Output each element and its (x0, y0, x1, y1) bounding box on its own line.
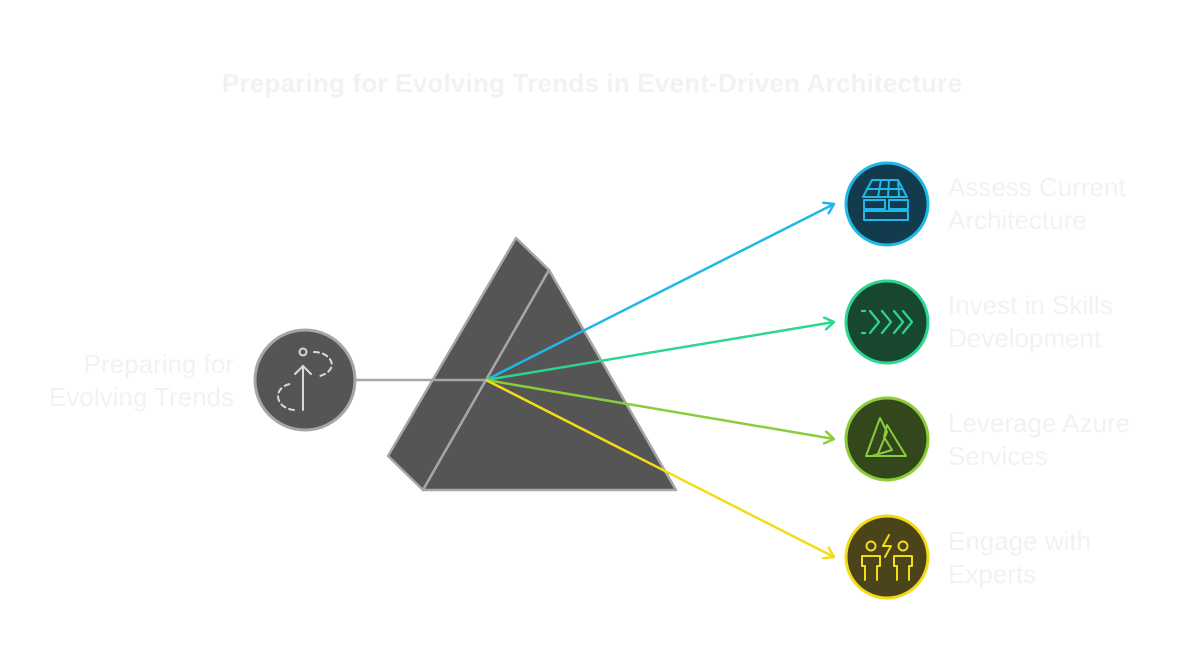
prism (386, 236, 678, 492)
label-assess: Assess Current Architecture (948, 171, 1188, 237)
node-engage (844, 514, 930, 600)
dashed-path-arrow-up-icon (277, 347, 333, 411)
fast-forward-chevrons-icon (860, 309, 914, 335)
azure-logo-icon (865, 417, 907, 457)
node-leverage (844, 396, 930, 482)
people-spark-icon (861, 534, 913, 581)
ray-invest (485, 322, 834, 382)
ray-engage (485, 378, 834, 557)
ray-leverage (485, 378, 834, 439)
ray-assess (485, 204, 834, 382)
source-node (253, 328, 357, 432)
label-invest: Invest in Skills Development (948, 289, 1188, 355)
source-label-line-1: Preparing for (83, 349, 234, 379)
label-invest-line-1: Invest in Skills (948, 290, 1113, 320)
label-engage-line-1: Engage with (948, 526, 1092, 556)
label-engage: Engage with Experts (948, 525, 1188, 591)
label-engage-line-2: Experts (948, 559, 1037, 589)
source-label-line-2: Evolving Trends (49, 382, 234, 412)
building-blueprint-icon (862, 179, 909, 221)
label-assess-line-2: Architecture (948, 205, 1087, 235)
label-leverage-line-2: Services (948, 441, 1048, 471)
node-invest (844, 279, 930, 365)
source-label: Preparing for Evolving Trends (20, 348, 234, 414)
output-rays (485, 204, 834, 557)
label-invest-line-2: Development (948, 323, 1102, 353)
node-assess (844, 161, 930, 247)
label-leverage: Leverage Azure Services (948, 407, 1188, 473)
label-assess-line-1: Assess Current (948, 172, 1126, 202)
label-leverage-line-1: Leverage Azure (948, 408, 1131, 438)
diagram-title: Preparing for Evolving Trends in Event-D… (221, 68, 963, 98)
